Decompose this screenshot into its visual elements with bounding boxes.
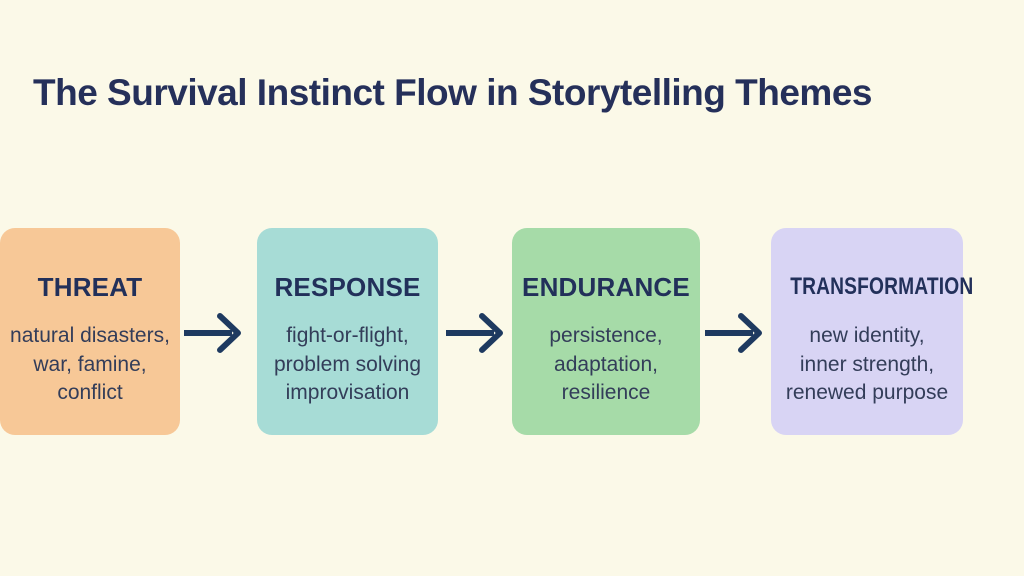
- stage-line: adaptation,: [554, 352, 658, 376]
- stage-line: conflict: [57, 381, 123, 404]
- flow-arrow-icon: [705, 313, 762, 353]
- flow-arrow-icon: [184, 313, 241, 353]
- stage-title-transformation: TRANSFORMATION: [790, 273, 974, 300]
- stage-line: inner strength,: [799, 352, 935, 376]
- stage-line: new identity,: [809, 324, 925, 347]
- stage-title-response: RESPONSE: [274, 272, 421, 302]
- stage-line: renewed purpose: [785, 381, 949, 404]
- stage-line: war, famine,: [33, 352, 147, 376]
- stage-line: resilience: [561, 381, 651, 404]
- stage-title-endurance: ENDURANCE: [522, 272, 690, 302]
- stage-body-response: fight-or-flight, problem solving improvi…: [257, 322, 438, 408]
- stage-card-endurance: ENDURANCE persistence, adaptation, resil…: [512, 228, 700, 435]
- flow-arrow-icon: [446, 313, 503, 353]
- stage-body-threat: natural disasters, war, famine, conflict: [0, 322, 180, 408]
- stage-card-transformation: TRANSFORMATION new identity, inner stren…: [771, 228, 974, 435]
- stage-line: fight-or-flight,: [286, 324, 409, 347]
- stage-card-response: RESPONSE fight-or-flight, problem solvin…: [257, 228, 438, 435]
- stage-line: natural disasters,: [10, 324, 170, 347]
- stage-line: persistence,: [549, 324, 663, 347]
- stage-line: improvisation: [285, 381, 410, 404]
- diagram-title: The Survival Instinct Flow in Storytelli…: [33, 72, 872, 113]
- stage-body-endurance: persistence, adaptation, resilience: [512, 322, 700, 408]
- stage-line: problem solving: [273, 352, 422, 376]
- stage-card-threat: THREAT natural disasters, war, famine, c…: [0, 228, 180, 435]
- stage-title-threat: THREAT: [37, 272, 143, 302]
- stage-body-transformation: new identity, inner strength, renewed pu…: [771, 322, 963, 408]
